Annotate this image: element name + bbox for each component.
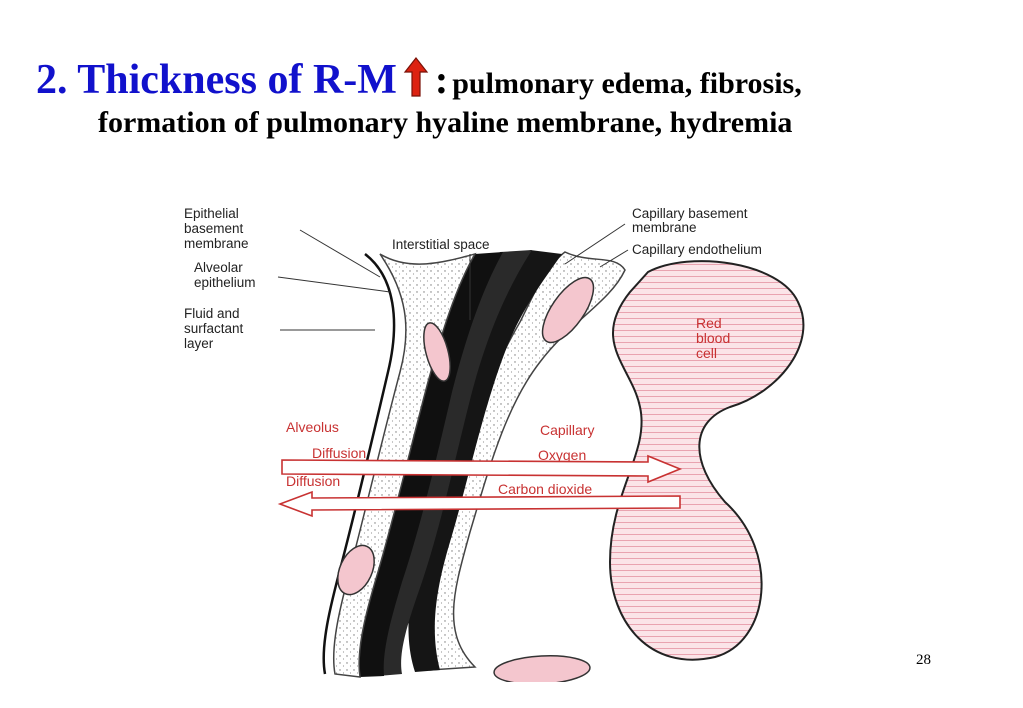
label-capillary-basement: Capillary basement membrane <box>632 206 751 235</box>
label-carbon-dioxide: Carbon dioxide <box>498 481 592 497</box>
label-epithelial-basement: Epithelial basement membrane <box>184 206 249 251</box>
label-fluid-surfactant: Fluid and surfactant layer <box>184 306 247 351</box>
label-diffusion-co2: Diffusion <box>286 473 340 489</box>
respiratory-membrane-diagram: Epithelial basement membrane Alveolar ep… <box>184 206 805 682</box>
oxygen-diffusion-arrow <box>281 454 683 484</box>
slide-title: 2. Thickness of R-M : pulmonary edema, f… <box>36 56 996 140</box>
title-rest: pulmonary edema, fibrosis, <box>452 67 802 100</box>
label-capillary: Capillary <box>540 422 594 438</box>
leader-alveolar-epithelium <box>277 276 391 293</box>
title-colon: : <box>434 57 449 102</box>
endothelial-nucleus-lower <box>493 655 591 682</box>
title-lead: 2. Thickness of R-M <box>36 57 397 103</box>
epithelial-nucleus-upper <box>423 322 451 382</box>
label-interstitial-space: Interstitial space <box>392 237 490 252</box>
epithelial-nucleus-lower <box>337 544 375 596</box>
capillary-basement-membrane <box>408 250 562 672</box>
interstitial-space <box>377 250 532 676</box>
fluid-surfactant-layer <box>322 253 396 675</box>
label-alveolar-epithelium: Alveolar epithelium <box>194 260 256 290</box>
label-alveolus: Alveolus <box>286 419 339 435</box>
title-line2: formation of pulmonary hyaline membrane,… <box>98 106 793 139</box>
up-arrow-icon <box>403 57 429 97</box>
label-red-blood-cell: Red blood cell <box>696 315 734 361</box>
leader-cap-basement <box>564 223 626 265</box>
leader-epithelial-basement <box>299 229 381 278</box>
page-number: 28 <box>916 652 931 668</box>
red-blood-cell <box>608 260 805 661</box>
co2-diffusion-arrow <box>277 490 681 518</box>
label-diffusion-oxygen: Diffusion <box>312 445 366 461</box>
label-capillary-endothelium: Capillary endothelium <box>632 242 762 257</box>
label-oxygen: Oxygen <box>538 447 586 463</box>
endothelial-nucleus-upper <box>541 276 595 344</box>
leader-cap-endothelium <box>599 249 629 268</box>
